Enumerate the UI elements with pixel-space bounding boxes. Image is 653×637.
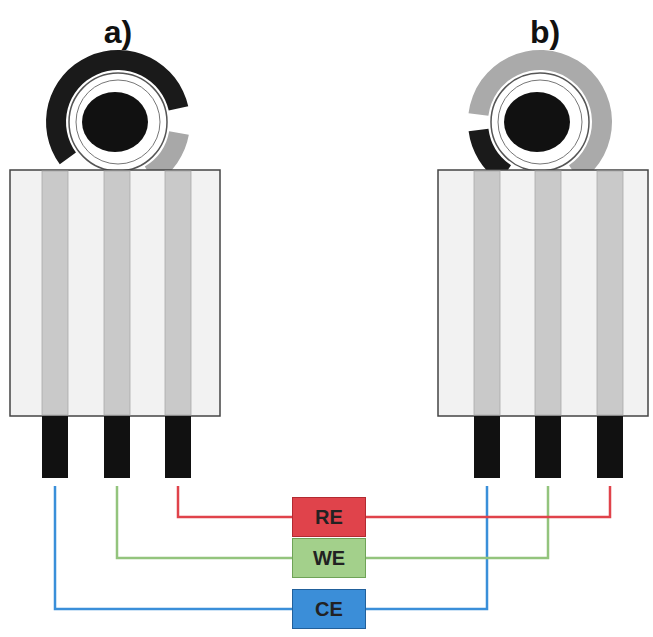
re-wire [366,486,610,517]
contact-pin [597,416,623,478]
working-disk [82,92,148,152]
electrode-a [10,50,220,478]
electrode-body [438,170,648,416]
contact-pin [42,416,68,478]
contact-pin [535,416,561,478]
re-wire [178,486,292,517]
track [597,171,623,415]
contact-pin [474,416,500,478]
insulator-ring [491,73,589,171]
electrode-name: CE [315,598,343,621]
reference-electrode-box: RE [292,497,366,537]
insulator-ring [69,73,167,171]
electrode-ring [469,50,612,182]
insulator-ring [76,80,160,164]
we-wire [366,486,548,558]
electrode-name: RE [315,506,343,529]
counter-electrode-box: CE [292,589,366,629]
panel-label: b) [530,14,560,51]
track [474,171,500,415]
contact-pin [165,416,191,478]
track [535,171,561,415]
we-wire [117,486,292,558]
ce-wire [366,486,487,609]
working-disk [504,92,570,152]
electrode-name: WE [313,547,345,570]
electrode-body [10,170,220,416]
track [104,171,130,415]
track [165,171,191,415]
ce-wire [55,486,292,609]
insulator-ring [498,80,582,164]
panel-label: a) [104,14,132,51]
electrode-b [438,50,648,478]
contact-pin [104,416,130,478]
track [42,171,68,415]
working-electrode-box: WE [292,538,366,578]
